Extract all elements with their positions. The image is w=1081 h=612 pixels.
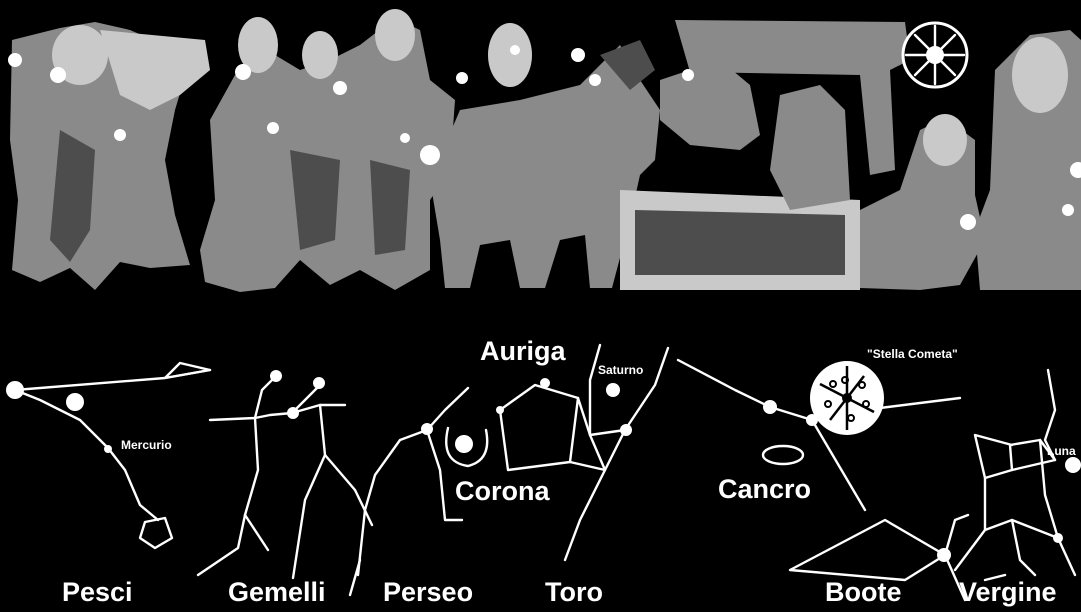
- label-pesci: Pesci: [62, 577, 133, 607]
- label-luna: Luna: [1047, 444, 1076, 458]
- relief-star-of-bethlehem: [903, 23, 967, 87]
- label-cancro: Cancro: [718, 474, 811, 504]
- label-auriga: Auriga: [480, 336, 566, 366]
- label-toro: Toro: [545, 577, 603, 607]
- label-boote: Boote: [825, 577, 902, 607]
- label-gemelli: Gemelli: [228, 577, 326, 607]
- label-corona: Corona: [455, 476, 550, 506]
- map-star-of-bethlehem-icon: [810, 361, 884, 435]
- label-perseo: Perseo: [383, 577, 473, 607]
- label-vergine: Vergine: [959, 577, 1057, 607]
- label-stella-cometa: "Stella Cometa": [867, 347, 958, 361]
- label-saturno: Saturno: [598, 363, 643, 377]
- label-mercurio: Mercurio: [121, 438, 172, 452]
